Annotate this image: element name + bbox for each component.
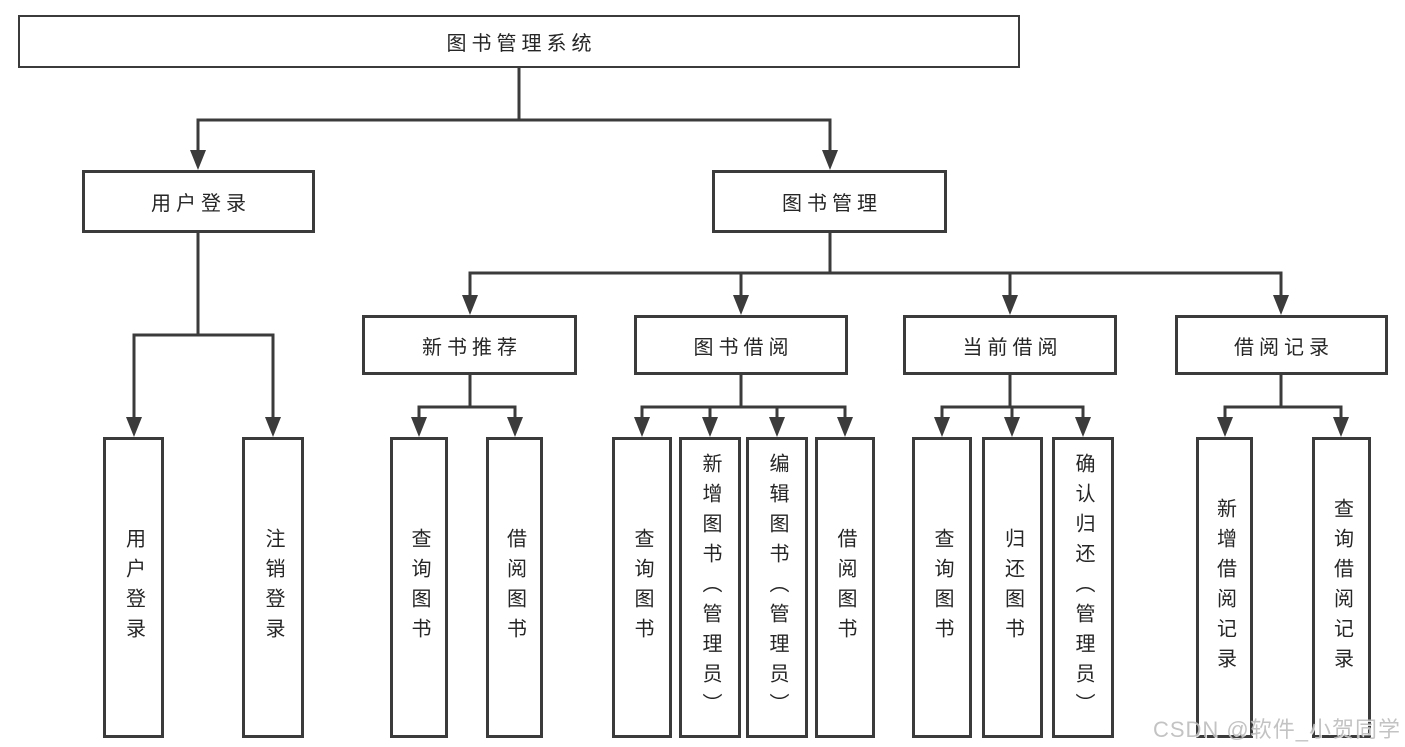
leaf-borrow-add-books-admin-label: 新增图书（管理员） <box>699 452 721 723</box>
connector-root-to-children <box>190 66 838 170</box>
leaf-borrow-add-books-admin: 新增图书（管理员） <box>679 437 741 738</box>
node-book-management: 图书管理 <box>712 170 947 233</box>
node-current-borrowing: 当前借阅 <box>903 315 1117 375</box>
node-book-borrowing: 图书借阅 <box>634 315 848 375</box>
connector-current-borrow-to-leaves <box>934 373 1091 437</box>
connector-new-book-rec-to-leaves <box>411 373 523 437</box>
leaf-newrec-query-books-label: 查询图书 <box>408 527 430 648</box>
connector-user-login-to-leaves <box>126 231 281 437</box>
leaf-user-login: 用户登录 <box>103 437 164 738</box>
leaf-current-return-books-label: 归还图书 <box>1001 527 1024 648</box>
connector-book-borrow-to-leaves <box>634 373 853 437</box>
leaf-current-query-books-label: 查询图书 <box>931 527 953 648</box>
connector-book-mgmt-to-children <box>462 231 1289 315</box>
leaf-current-return-books: 归还图书 <box>982 437 1043 738</box>
node-library-management-system: 图书管理系统 <box>18 15 1020 68</box>
leaf-borrow-borrow-books: 借阅图书 <box>815 437 875 738</box>
leaf-borrow-edit-books-admin: 编辑图书（管理员） <box>746 437 808 738</box>
leaf-borrow-query-books-label: 查询图书 <box>631 527 653 648</box>
watermark: CSDN @软件_小贺同学 <box>1152 717 1401 742</box>
node-new-book-recommendation: 新书推荐 <box>362 315 577 375</box>
leaf-current-confirm-return-admin: 确认归还（管理员） <box>1052 437 1114 738</box>
leaf-borrow-query-books: 查询图书 <box>612 437 672 738</box>
leaf-borrow-borrow-books-label: 借阅图书 <box>834 527 856 648</box>
leaf-record-add-borrow-record: 新增借阅记录 <box>1196 437 1253 738</box>
leaf-logout-label: 注销登录 <box>262 527 284 648</box>
leaf-newrec-query-books: 查询图书 <box>390 437 448 738</box>
leaf-record-add-borrow-record-label: 新增借阅记录 <box>1213 497 1236 678</box>
node-user-login: 用户登录 <box>82 170 315 233</box>
leaf-current-confirm-return-admin-label: 确认归还（管理员） <box>1072 452 1094 723</box>
leaf-borrow-edit-books-admin-label: 编辑图书（管理员） <box>766 452 788 723</box>
leaf-current-query-books: 查询图书 <box>912 437 972 738</box>
leaf-newrec-borrow-books-label: 借阅图书 <box>503 527 526 648</box>
leaf-record-query-borrow-record: 查询借阅记录 <box>1312 437 1371 738</box>
leaf-logout: 注销登录 <box>242 437 304 738</box>
leaf-newrec-borrow-books: 借阅图书 <box>486 437 543 738</box>
leaf-record-query-borrow-record-label: 查询借阅记录 <box>1330 497 1353 678</box>
connector-borrow-record-to-leaves <box>1217 373 1349 437</box>
leaf-user-login-label: 用户登录 <box>122 527 145 648</box>
node-borrowing-records: 借阅记录 <box>1175 315 1388 375</box>
